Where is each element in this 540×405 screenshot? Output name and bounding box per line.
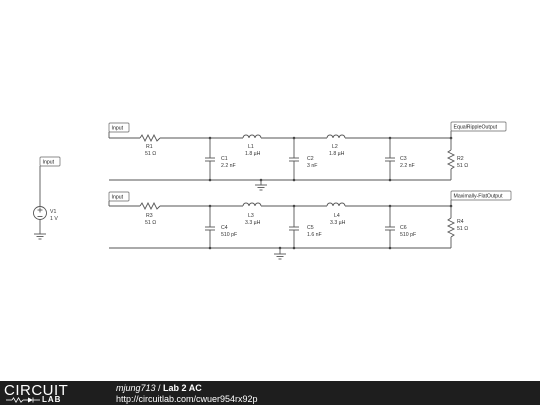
inductor-l1[interactable]: L1 1.8 µH: [242, 134, 262, 157]
svg-text:C5: C5: [307, 225, 314, 231]
svg-text:R1: R1: [146, 144, 153, 150]
inductor-l2[interactable]: L2 1.8 µH: [326, 134, 346, 157]
svg-text:C6: C6: [400, 225, 407, 231]
svg-text:R4: R4: [457, 219, 464, 225]
circuit-url-link[interactable]: http://circuitlab.com/cwuer954rx92p: [116, 394, 258, 404]
input-tag-top[interactable]: Input: [108, 122, 130, 133]
svg-text:C2: C2: [307, 156, 314, 162]
svg-text:R2: R2: [457, 156, 464, 162]
ground-symbol-top: [255, 180, 267, 191]
svg-text:3.3 µH: 3.3 µH: [330, 220, 346, 226]
input-tag-bottom[interactable]: Input: [108, 191, 130, 202]
svg-text:Input: Input: [43, 160, 55, 166]
svg-text:1.8 µH: 1.8 µH: [329, 151, 345, 157]
resistor-r2[interactable]: R2 51 Ω: [446, 138, 468, 180]
inductor-l3[interactable]: L3 3.3 µH: [242, 202, 262, 226]
svg-text:Input: Input: [112, 195, 124, 201]
svg-text:510 pF: 510 pF: [400, 232, 416, 238]
svg-text:V1: V1: [50, 209, 56, 215]
svg-text:1 V: 1 V: [50, 216, 58, 222]
resistor-r1[interactable]: R1 51 Ω: [139, 133, 161, 157]
footer-bar: CIRCUIT LAB mjung713 / Lab 2 AC http://c…: [0, 381, 540, 405]
svg-text:L1: L1: [248, 144, 254, 150]
svg-text:EqualRippleOutput: EqualRippleOutput: [454, 125, 498, 131]
svg-text:Maximally-FlatOutput: Maximally-FlatOutput: [454, 194, 504, 200]
ground-symbol-source: [34, 233, 46, 240]
svg-text:Input: Input: [112, 126, 124, 132]
circuit-title: mjung713 / Lab 2 AC: [116, 383, 202, 393]
circuitlab-logo-text[interactable]: CIRCUIT: [4, 382, 69, 399]
equal-ripple-filter: Input R1 51 Ω L1 1.8 µH L2 1.8 µH EqualR: [108, 121, 507, 191]
output-tag-maximally-flat[interactable]: Maximally-FlatOutput: [450, 190, 512, 201]
svg-text:C1: C1: [221, 156, 228, 162]
resistor-r3[interactable]: R3 51 Ω: [139, 201, 161, 226]
input-tag-source[interactable]: Input: [39, 156, 61, 167]
svg-text:L3: L3: [248, 213, 254, 219]
resistor-r4[interactable]: R4 51 Ω: [446, 206, 468, 248]
resistor-diode-logo-icon: [6, 397, 40, 403]
circuit-name: Lab 2 AC: [163, 383, 202, 393]
svg-text:C4: C4: [221, 225, 228, 231]
maximally-flat-filter: Input R3 51 Ω L3 3.3 µH L4 3.3 µH Maxima…: [108, 190, 512, 260]
svg-text:L4: L4: [334, 213, 340, 219]
svg-text:51 Ω: 51 Ω: [145, 151, 156, 157]
svg-text:510 pF: 510 pF: [221, 232, 237, 238]
title-separator: /: [155, 383, 164, 393]
capacitor-c1[interactable]: C1 2.2 nF: [205, 138, 236, 180]
voltage-source-v1[interactable]: Input V1 1 V: [33, 156, 61, 240]
output-tag-equal-ripple[interactable]: EqualRippleOutput: [450, 121, 507, 132]
svg-text:3 nF: 3 nF: [307, 163, 317, 169]
svg-text:51 Ω: 51 Ω: [145, 220, 156, 226]
svg-text:3.3 µH: 3.3 µH: [245, 220, 261, 226]
svg-text:2.2 nF: 2.2 nF: [400, 163, 415, 169]
capacitor-c5[interactable]: C5 1.6 nF: [289, 206, 322, 248]
capacitor-c6[interactable]: C6 510 pF: [385, 206, 416, 248]
author-link[interactable]: mjung713: [116, 383, 156, 393]
svg-text:1.6 nF: 1.6 nF: [307, 232, 322, 238]
svg-text:R3: R3: [146, 213, 153, 219]
capacitor-c3[interactable]: C3 2.2 nF: [385, 138, 415, 180]
capacitor-c4[interactable]: C4 510 pF: [205, 206, 237, 248]
circuitlab-logo-subtext: LAB: [42, 395, 62, 404]
ground-symbol-bottom: [274, 248, 286, 260]
circuit-schematic: Input R1 51 Ω L1 1.8 µH L2 1.8 µH EqualR: [33, 121, 512, 260]
svg-text:L2: L2: [332, 144, 338, 150]
svg-text:2.2 nF: 2.2 nF: [221, 163, 236, 169]
svg-text:51 Ω: 51 Ω: [457, 163, 468, 169]
svg-text:51 Ω: 51 Ω: [457, 226, 468, 232]
svg-text:C3: C3: [400, 156, 407, 162]
svg-text:1.8 µH: 1.8 µH: [245, 151, 261, 157]
inductor-l4[interactable]: L4 3.3 µH: [326, 202, 346, 226]
capacitor-c2[interactable]: C2 3 nF: [289, 138, 317, 180]
